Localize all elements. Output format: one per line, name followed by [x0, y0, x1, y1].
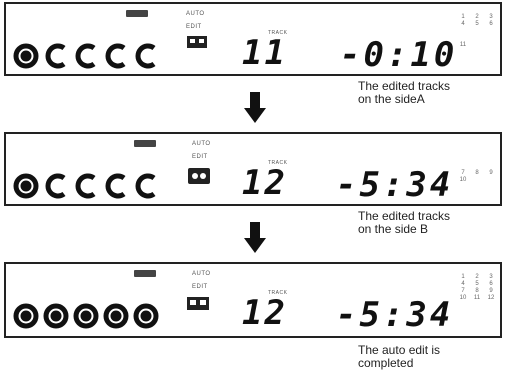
track-label: TRACK: [268, 290, 288, 296]
grid-cell: 8: [475, 288, 479, 294]
grid-cell: 1: [461, 274, 465, 280]
grid-cell: 11: [459, 42, 467, 48]
grid-cell: 9: [489, 288, 493, 294]
grid-cell: 3: [489, 274, 493, 280]
caption-1: The edited tracks on the sideA: [358, 80, 450, 106]
track-number: 11: [242, 33, 287, 73]
edit-label: EDIT: [192, 154, 208, 160]
display-panel-2: AUTO EDIT TRACK 12 -5:34 7 8 9 10: [4, 132, 502, 206]
grid-cell: 2: [475, 274, 479, 280]
grid-cell: 10: [459, 295, 467, 301]
auto-label: AUTO: [192, 141, 211, 147]
grid-cell: 5: [475, 21, 479, 27]
caption-line: The edited tracks: [358, 209, 451, 223]
down-arrow-icon: [244, 222, 266, 253]
caption-line: The edited tracks: [358, 79, 451, 93]
auto-label: AUTO: [192, 271, 211, 277]
disc-slots-icon: [13, 303, 159, 329]
display-panel-1: AUTO EDIT TRACK 11 -0:10 1 2 3 4 5 6 11: [4, 2, 502, 76]
caption-line: on the sideA: [358, 92, 425, 106]
grid-cell: 7: [461, 288, 465, 294]
cassette-icon: [188, 168, 210, 184]
grid-cell: 4: [461, 281, 465, 287]
disc-indicator-icon: [134, 140, 156, 147]
track-grid: 7 8 9 10: [456, 170, 498, 184]
grid-cell: 10: [459, 177, 467, 183]
grid-cell: 6: [489, 21, 493, 27]
cassette-icon: [187, 297, 209, 310]
time-display: -0:10: [340, 35, 458, 75]
grid-cell: 4: [461, 21, 465, 27]
disc-indicator-icon: [134, 270, 156, 277]
grid-cell: 6: [489, 281, 493, 287]
caption-line: on the side B: [358, 222, 429, 236]
caption-line: completed: [358, 356, 414, 370]
track-grid: 1 2 3 4 5 6 11: [456, 14, 498, 49]
grid-cell: 8: [475, 170, 479, 176]
grid-cell: 11: [473, 295, 481, 301]
disc-indicator-icon: [126, 10, 148, 17]
grid-cell: 7: [461, 170, 465, 176]
caption-3: The auto edit is completed: [358, 344, 440, 370]
grid-cell: 5: [475, 281, 479, 287]
down-arrow-icon: [244, 92, 266, 123]
track-label: TRACK: [268, 160, 288, 166]
grid-cell: 1: [461, 14, 465, 20]
track-number: 12: [242, 293, 287, 333]
track-number: 12: [242, 163, 287, 203]
time-display: -5:34: [336, 165, 454, 205]
disc-slots-icon: [13, 173, 156, 199]
edit-label: EDIT: [186, 24, 202, 30]
auto-label: AUTO: [186, 11, 205, 17]
edit-label: EDIT: [192, 284, 208, 290]
grid-cell: 3: [489, 14, 493, 20]
cassette-icon: [187, 36, 207, 48]
time-display: -5:34: [336, 295, 454, 335]
grid-cell: 12: [487, 295, 495, 301]
grid-cell: 9: [489, 170, 493, 176]
grid-cell: 2: [475, 14, 479, 20]
track-label: TRACK: [268, 30, 288, 36]
caption-line: The auto edit is: [358, 343, 441, 357]
disc-slots-icon: [13, 43, 156, 69]
caption-2: The edited tracks on the side B: [358, 210, 450, 236]
